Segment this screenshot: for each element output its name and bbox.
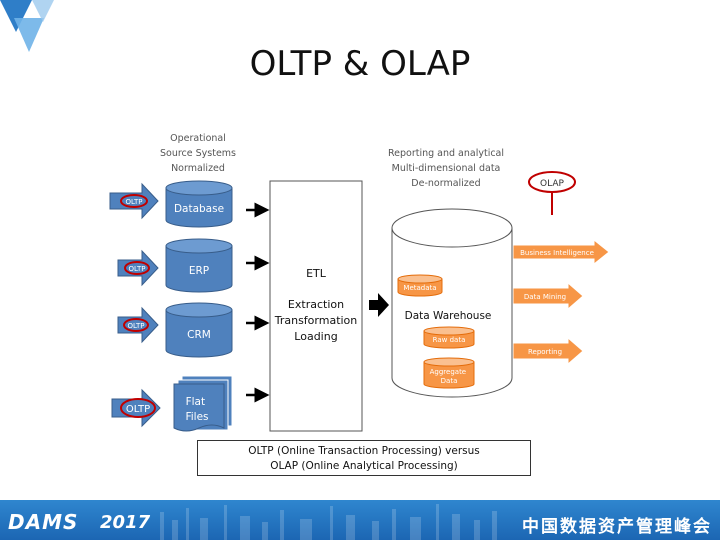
logo-chevron-icon — [0, 0, 54, 52]
aggregate-data-label-word-2: Data — [441, 377, 458, 385]
caption-line-2: OLAP (Online Analytical Processing) — [270, 460, 458, 472]
oltp-tag: OLTP — [126, 404, 150, 415]
etl-box: ETL Extraction Transformation Loading — [269, 180, 363, 432]
warehouse-note-line-1: Reporting and analytical — [387, 148, 505, 159]
database-cylinder-top — [165, 180, 233, 196]
source-crm: OLTP CRM — [117, 302, 270, 358]
oltp-tag: OLTP — [129, 265, 146, 273]
source-note-line-3: Normalized — [171, 163, 225, 174]
etl-to-warehouse-arrow — [369, 293, 389, 317]
slide-title: OLTP & OLAP — [249, 44, 471, 84]
source-flat-files: OLTP Flat Files — [111, 375, 270, 432]
aggregate-data-cylinder-top — [423, 357, 475, 367]
warehouse-cylinder-top — [391, 208, 513, 248]
input-arrow-icon — [111, 388, 161, 428]
olap-marker: OLAP — [528, 171, 576, 215]
warehouse-part: Metadata — [403, 284, 436, 292]
data-warehouse: Data Warehouse Metadata Raw data Aggrega… — [391, 208, 513, 398]
footer-brand: DAMS — [8, 510, 79, 534]
raw-data-cylinder — [423, 330, 475, 349]
flat-files-label-word-2: Files — [185, 411, 208, 423]
warehouse-note: Reporting and analytical Multi-dimension… — [386, 146, 506, 191]
input-arrow-icon — [109, 182, 159, 220]
caption-line-1: OLTP (Online Transaction Processing) ver… — [248, 445, 480, 457]
database-cylinder — [165, 187, 233, 228]
source-note: Operational Source Systems Normalized — [148, 131, 248, 176]
oltp-tag-circle — [124, 261, 150, 275]
footer-event-name: 中国数据资产管理峰会 — [522, 517, 712, 537]
skyline-decoration — [160, 504, 497, 540]
aggregate-data-label: Aggregate Data — [430, 368, 469, 385]
oltp-tag-circle — [123, 318, 149, 332]
flat-files-label-word-1: Flat — [186, 396, 206, 408]
file-sheet-front — [173, 383, 225, 432]
oltp-tag: OLTP — [128, 322, 145, 330]
etl-title: ETL — [306, 267, 327, 280]
warehouse-part: Raw data — [433, 336, 466, 344]
source-note-line-1: Operational — [170, 133, 226, 144]
aggregate-data-cylinder — [423, 361, 475, 389]
output-data-mining: Data Mining — [512, 281, 584, 311]
footer-year: 2017 — [100, 512, 151, 533]
olap-tag: OLAP — [540, 179, 564, 189]
warehouse-note-line-2: Multi-dimensional data — [391, 163, 501, 174]
erp-cylinder — [165, 245, 233, 293]
output-business-intelligence: Business Intelligence — [512, 238, 610, 266]
crm-cylinder — [165, 309, 233, 358]
warehouse-note-line-3: De-normalized — [411, 178, 481, 189]
metadata-cylinder-top — [397, 274, 443, 284]
input-arrow-icon — [117, 249, 159, 287]
source-label: Database — [174, 203, 224, 215]
output-arrow-icon — [512, 281, 584, 311]
flat-files-label: Flat Files — [185, 396, 208, 423]
erp-cylinder-top — [165, 238, 233, 254]
output-arrow-icon — [512, 336, 584, 366]
output-arrow-icon — [512, 238, 610, 266]
output-label: Reporting — [528, 348, 562, 356]
source-label: ERP — [189, 265, 209, 277]
metadata-cylinder — [397, 278, 443, 297]
oltp-tag-circle — [120, 398, 156, 418]
oltp-olap-diagram: OLTP Database OLTP ERP OLTP CRM — [109, 171, 610, 432]
etl-step: Loading — [294, 330, 337, 343]
oltp-tag: OLTP — [126, 198, 143, 206]
aggregate-data-label-word-1: Aggregate — [430, 368, 467, 376]
source-erp: OLTP ERP — [117, 238, 270, 293]
output-label: Business Intelligence — [520, 249, 594, 257]
crm-cylinder-top — [165, 302, 233, 318]
raw-data-cylinder-top — [423, 326, 475, 336]
etl-step: Extraction — [288, 298, 344, 311]
footer-banner: DAMS 2017 中国数据资产管理峰会 — [0, 500, 720, 540]
etl-frame — [269, 180, 363, 432]
source-database: OLTP Database — [109, 180, 270, 228]
warehouse-label: Data Warehouse — [405, 310, 492, 322]
diagram-caption: OLTP (Online Transaction Processing) ver… — [197, 440, 531, 476]
output-label: Data Mining — [524, 293, 566, 301]
oltp-tag-circle — [120, 194, 148, 208]
warehouse-cylinder — [391, 227, 513, 398]
source-label: CRM — [187, 329, 211, 341]
source-note-line-2: Source Systems — [159, 148, 237, 159]
output-reporting: Reporting — [512, 336, 584, 366]
input-arrow-icon — [117, 306, 159, 344]
etl-step: Transformation — [274, 314, 358, 327]
